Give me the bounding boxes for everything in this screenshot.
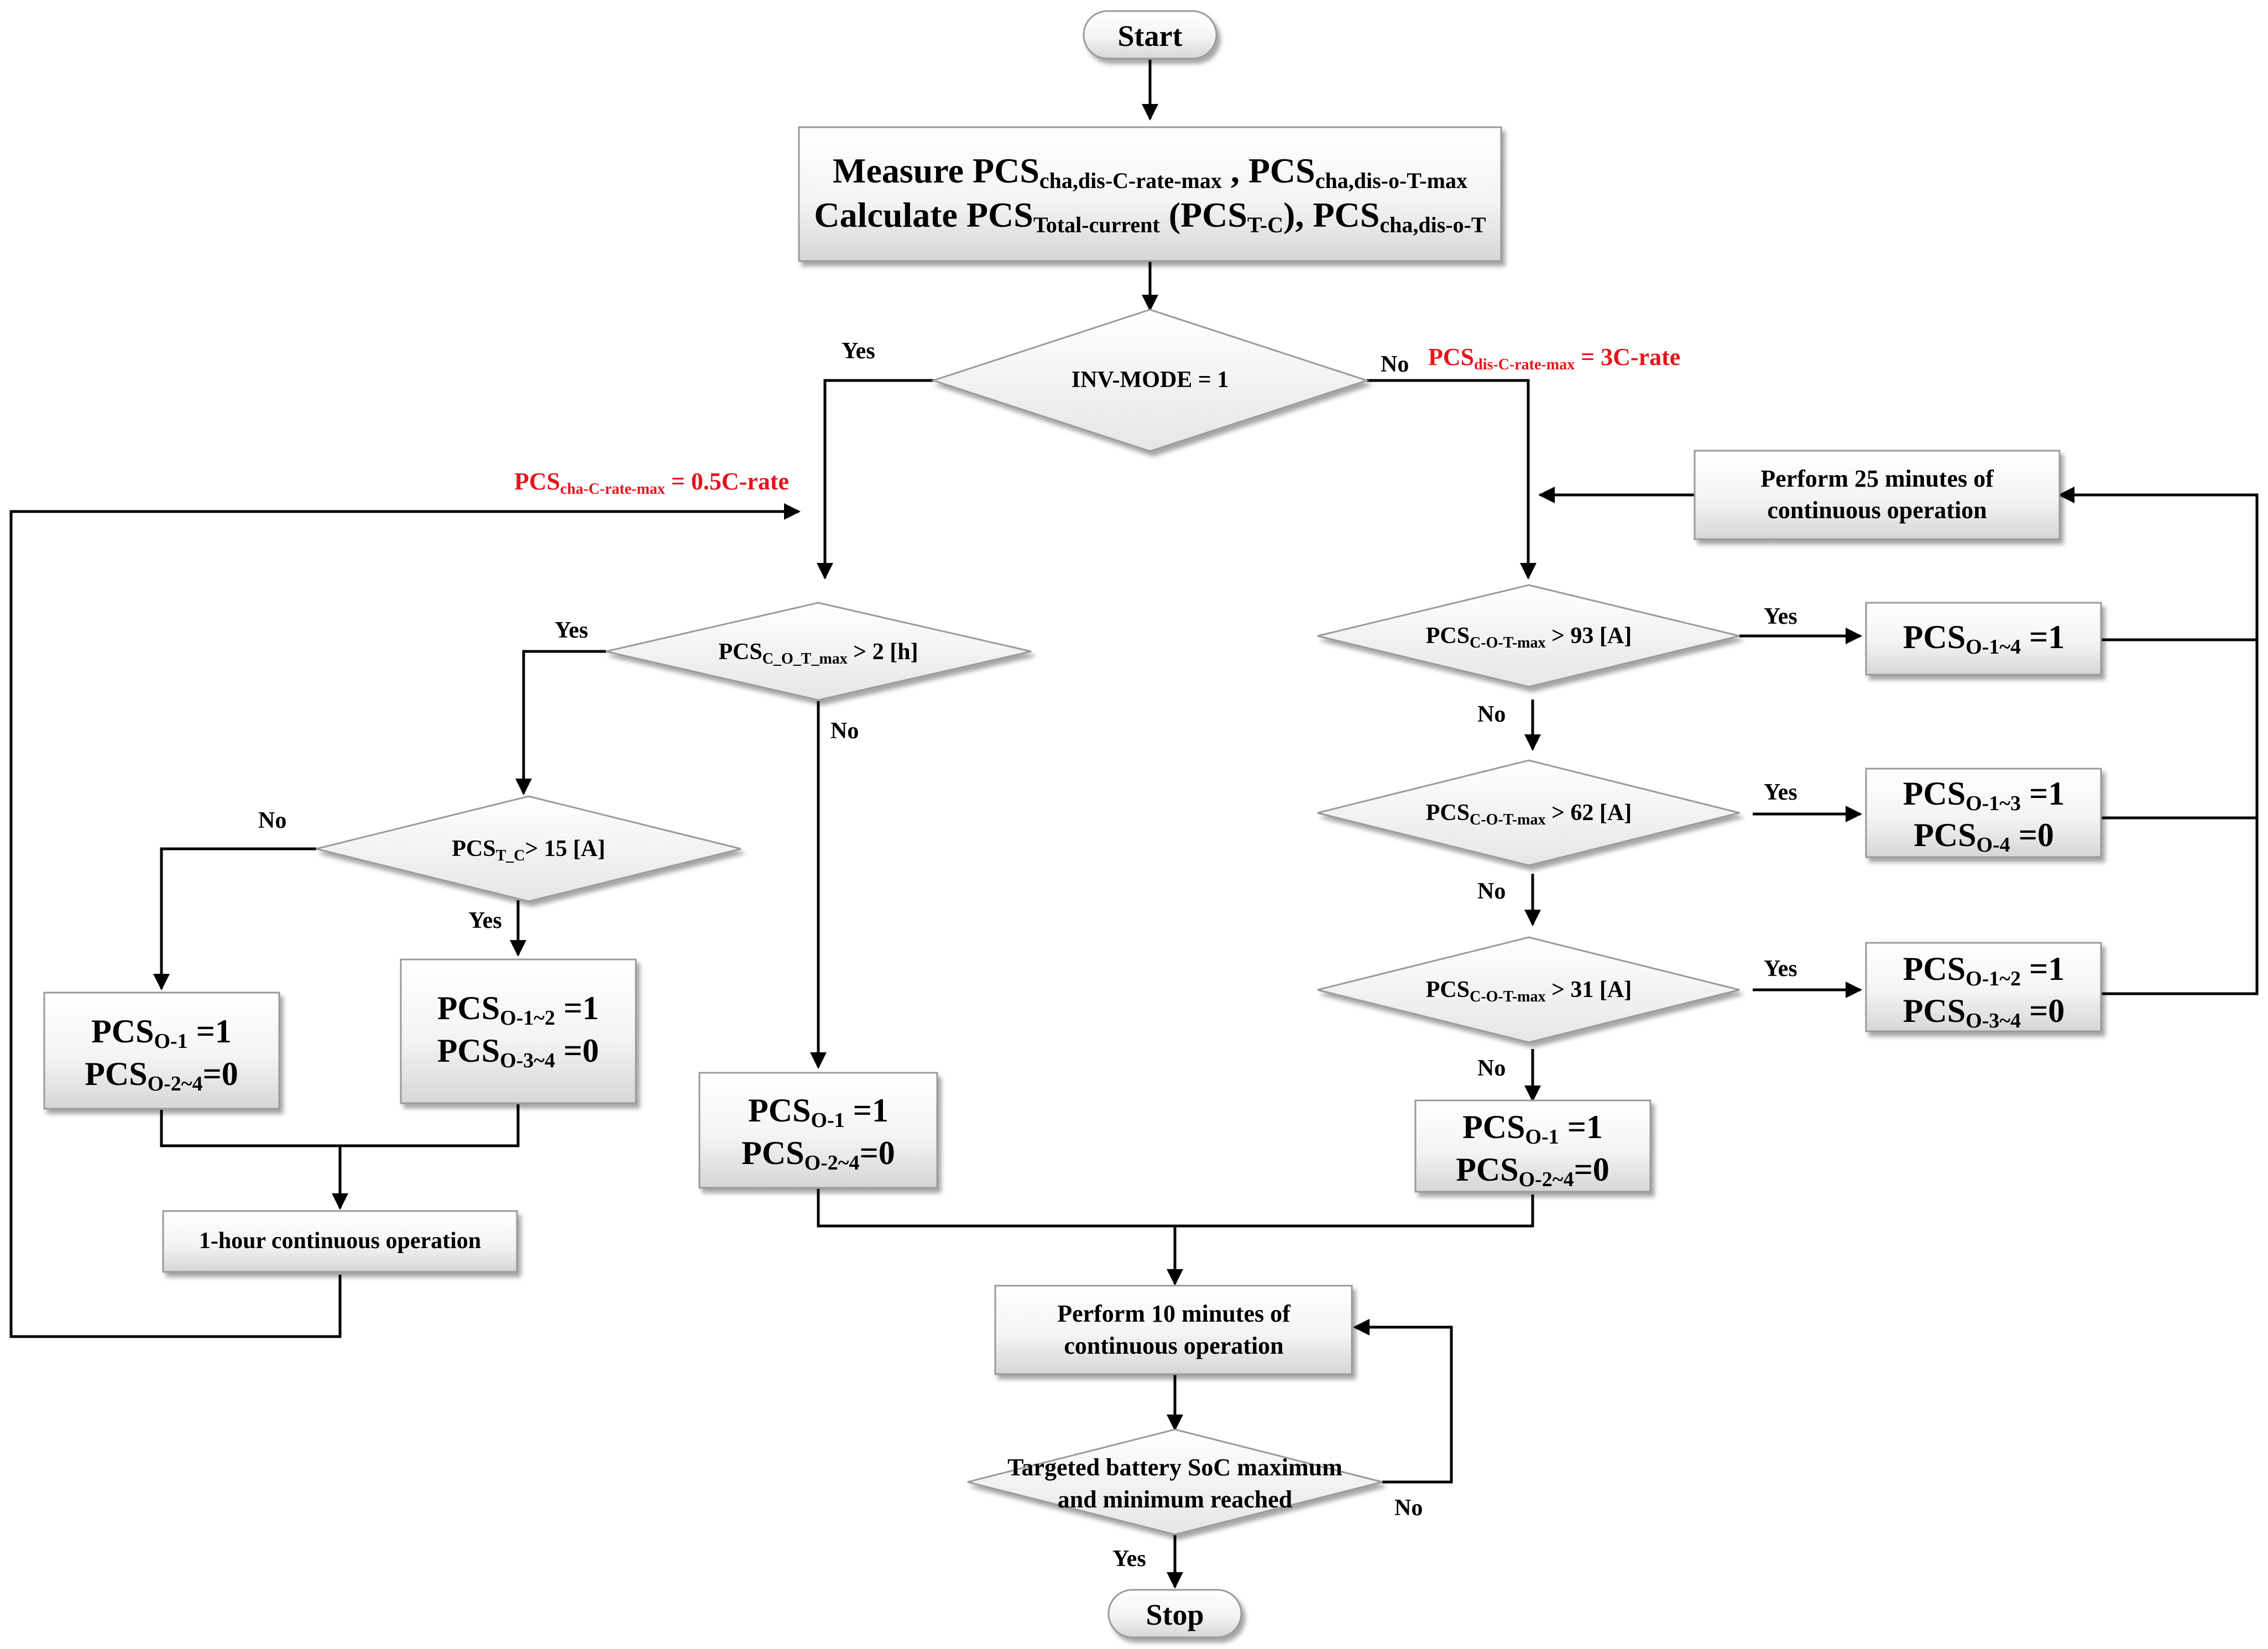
edge-merge-bottom (817, 1189, 1534, 1228)
label-no-62: No (1477, 879, 1506, 904)
measure-sub1: cha,dis-C-rate-max (1039, 168, 1222, 193)
process-perform-10: Perform 10 minutes of continuous operati… (994, 1285, 1353, 1375)
output-right-14: PCSO-1~4 =1 (1865, 602, 2102, 676)
label-yes-62: Yes (1764, 780, 1797, 805)
label-no-93: No (1477, 702, 1506, 727)
edge-invmode-yes (817, 379, 933, 580)
process-1-hour: 1-hour continuous operation (162, 1210, 518, 1273)
edge-labels: Yes No PCSdis-C-rate-max = 3C-rate PCSch… (258, 338, 1797, 1572)
decision-93a: PCSC-O-T-max > 93 [A] (1317, 584, 1740, 688)
decision-soc-reached: Targeted battery SoC maximum and minimum… (967, 1428, 1383, 1536)
output-left-1: PCSO-1 =1 PCSO-2~4=0 (43, 992, 280, 1110)
perform25-line2: continuous operation (1767, 497, 1987, 524)
cond-tc-label: PCST_C> 15 [A] (452, 836, 605, 864)
output-right-12: PCSO-1~2 =1 PCSO-3~4 =0 (1865, 942, 2102, 1032)
edge-merge-left (160, 1104, 520, 1147)
edge-cot-yes (515, 650, 606, 795)
calc-sub4: T-C (1247, 212, 1283, 237)
label-yes-invmode: Yes (842, 338, 875, 364)
process-measure: Measure PCScha,dis-C-rate-max , PCScha,d… (798, 126, 1502, 262)
cond-31-label: PCSC-O-T-max > 31 [A] (1426, 977, 1632, 1005)
cond-93-label: PCSC-O-T-max > 93 [A] (1426, 623, 1632, 651)
stop-label: Stop (1146, 1598, 1204, 1631)
output-middle-1: PCSO-1 =1 PCSO-2~4=0 (698, 1072, 938, 1189)
edge-feedback-12 (2101, 640, 2259, 995)
label-no-cot: No (830, 718, 859, 744)
soc-line2: and minimum reached (1058, 1486, 1293, 1513)
red-discharge-label: PCSdis-C-rate-max = 3C-rate (1428, 343, 1680, 373)
measure-word: Measure (833, 151, 964, 190)
label-no-31: No (1477, 1056, 1506, 1081)
cond-62-label: PCSC-O-T-max > 62 [A] (1426, 800, 1632, 828)
svg-text:PCSO-1 =1: PCSO-1 =1 (1462, 1109, 1603, 1149)
decision-31a: PCSC-O-T-max > 31 [A] (1317, 936, 1740, 1043)
label-yes-93: Yes (1764, 604, 1797, 629)
inv-mode-label: INV-MODE = 1 (1072, 367, 1229, 393)
edge-1hour-loop (9, 503, 801, 1338)
terminal-start: Start (1083, 10, 1217, 60)
decision-inv-mode: INV-MODE = 1 (931, 309, 1370, 452)
measure-line: Measure PCScha,dis-C-rate-max , PCScha,d… (833, 151, 1467, 193)
label-yes-cot: Yes (555, 618, 588, 643)
svg-text:PCSO-2~4=0: PCSO-2~4=0 (741, 1135, 895, 1175)
svg-text:PCSO-1 =1: PCSO-1 =1 (91, 1013, 232, 1053)
perform25-line1: Perform 25 minutes of (1760, 465, 1994, 492)
decision-62a: PCSC-O-T-max > 62 [A] (1317, 759, 1740, 867)
output-left-12: PCSO-1~2 =1 PCSO-3~4 =0 (400, 958, 637, 1104)
terminal-stop: Stop (1107, 1589, 1242, 1638)
calc-sub3: Total-current (1033, 212, 1161, 237)
label-yes-31: Yes (1764, 956, 1797, 982)
cond-cot-label: PCSC_O_T_max > 2 [h] (718, 639, 918, 667)
output-right-1: PCSO-1 =1 PCSO-2~4=0 (1414, 1099, 1652, 1193)
edge-feedback-to-perform25 (2058, 487, 2259, 641)
calc-word: Calculate (814, 195, 958, 234)
decision-tc-15a: PCST_C> 15 [A] (316, 795, 741, 902)
perform10-line2: continuous operation (1064, 1332, 1283, 1359)
process-perform-25: Perform 25 minutes of continuous operati… (1694, 450, 2061, 540)
edge-soc-no-loop (1353, 1319, 1453, 1484)
decision-cot-2h: PCSC_O_T_max > 2 [h] (605, 602, 1032, 701)
svg-text:PCSO-1~2 =1: PCSO-1~2 =1 (437, 990, 599, 1030)
calculate-line: Calculate PCSTotal-current (PCST-C), PCS… (814, 195, 1486, 237)
svg-text:PCSO-2~4=0: PCSO-2~4=0 (85, 1056, 238, 1095)
svg-text:PCSO-3~4 =0: PCSO-3~4 =0 (1903, 993, 2065, 1032)
start-label: Start (1118, 19, 1183, 53)
svg-text:PCSO-1~4 =1: PCSO-1~4 =1 (1903, 619, 2065, 659)
svg-text:PCSO-1~2 =1: PCSO-1~2 =1 (1903, 951, 2065, 990)
svg-text:PCSO-1 =1: PCSO-1 =1 (748, 1092, 889, 1132)
one-hour-label: 1-hour continuous operation (199, 1228, 481, 1254)
label-no-tc: No (258, 808, 286, 833)
svg-text:PCSO-2~4=0: PCSO-2~4=0 (1456, 1151, 1609, 1191)
perform10-line1: Perform 10 minutes of (1057, 1300, 1291, 1327)
calc-sub5: cha,dis-o-T (1379, 212, 1486, 237)
soc-line1: Targeted battery SoC maximum (1007, 1454, 1342, 1481)
label-no-invmode: No (1381, 352, 1409, 377)
svg-text:PCSO-1~3 =1: PCSO-1~3 =1 (1903, 775, 2065, 815)
svg-text:PCSO-4 =0: PCSO-4 =0 (1914, 817, 2054, 857)
label-no-soc: No (1394, 1495, 1423, 1521)
edge-invmode-no (1367, 379, 1537, 580)
label-yes-soc: Yes (1112, 1546, 1146, 1572)
edge-tc-no (153, 847, 316, 990)
label-yes-tc: Yes (468, 908, 502, 933)
output-right-13: PCSO-1~3 =1 PCSO-4 =0 (1865, 768, 2102, 858)
measure-sub2: cha,dis-o-T-max (1315, 168, 1467, 193)
red-charge-label: PCScha-C-rate-max = 0.5C-rate (514, 468, 789, 498)
connectors (9, 60, 2259, 1589)
svg-text:PCSO-3~4 =0: PCSO-3~4 =0 (437, 1032, 599, 1072)
